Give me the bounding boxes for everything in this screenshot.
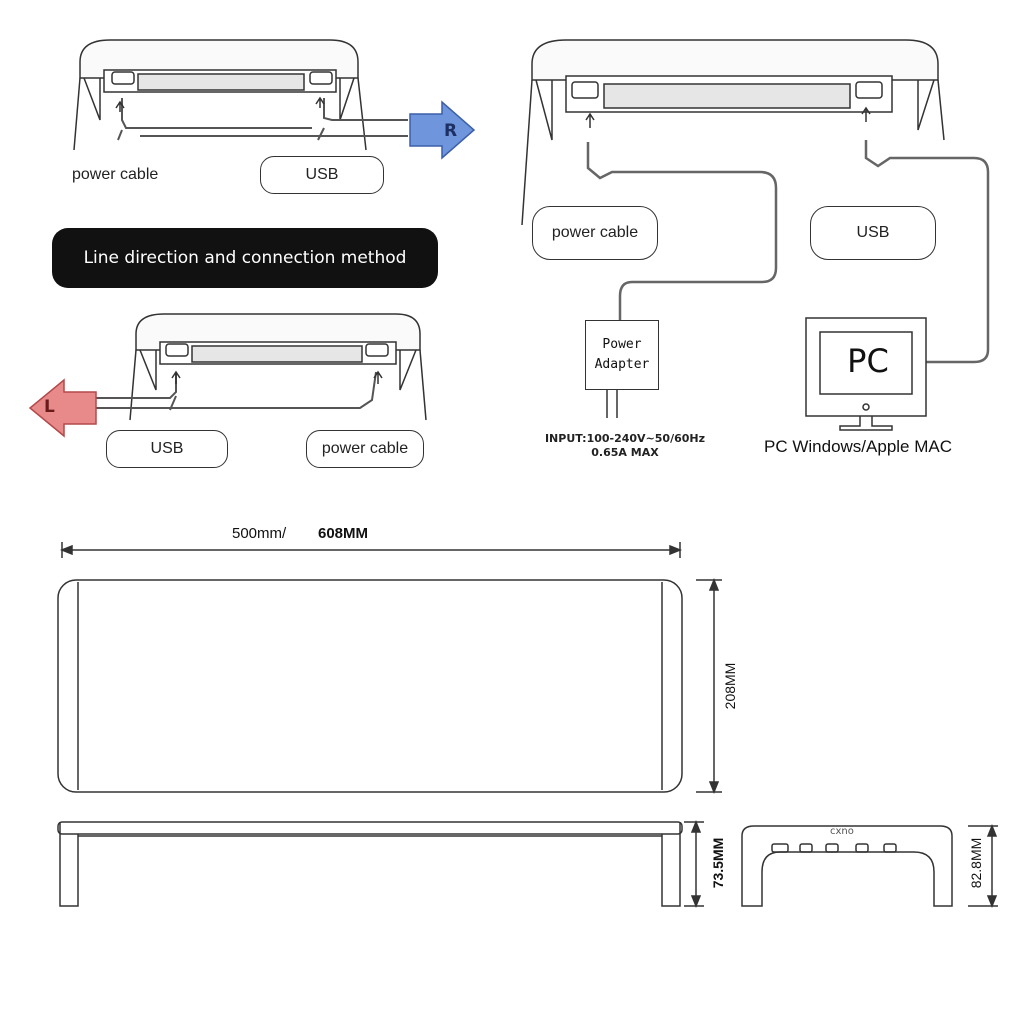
side-view [741,823,998,909]
adapter-plug [606,388,618,418]
arrow-left-letter: L [44,397,55,417]
adapter-line2: Adapter [594,357,650,372]
cables-right-exit [117,98,408,141]
power-adapter: Power Adapter [585,320,659,390]
dimension-height-total: 82.8MM [968,837,984,889]
right-exit-usb-label: USB [260,156,384,194]
adapter-input-line1: INPUT:100-240V~50/60Hz [544,432,706,445]
adapter-input-spec: INPUT:100-240V~50/60Hz 0.65A MAX [530,432,720,460]
dimension-width: 608MM [318,525,369,542]
cables-left-exit [94,371,377,411]
adapter-line1: Power [602,337,642,352]
pc-caption: PC Windows/Apple MAC [764,437,953,456]
left-exit-power-label: power cable [306,430,424,468]
top-view [57,542,722,795]
dimension-height-legs: 73.5MM [710,837,726,889]
pc-monitor [805,317,927,431]
connection-power-label: power cable [532,206,658,260]
left-exit-usb-label: USB [106,430,228,468]
stand-left-exit [129,313,427,421]
arrow-right [409,100,476,160]
adapter-input-line2: 0.65A MAX [591,446,659,459]
banner-title: Line direction and connection method [52,228,438,288]
front-view [57,819,704,909]
arrow-right-letter: R [444,121,458,141]
arrow-left [28,378,97,438]
connection-usb-label: USB [810,206,936,260]
connector-glyphs [115,96,871,384]
pc-screen-label: PC [847,342,889,380]
dimension-width-alt: 500mm/ [232,525,287,542]
cables-connection [586,140,990,364]
stand-right-exit [73,39,367,151]
brand-logo: cxno [830,826,854,837]
dimension-depth: 208MM [722,662,738,710]
right-exit-power-label: power cable [72,158,172,192]
stand-connection [521,39,945,226]
